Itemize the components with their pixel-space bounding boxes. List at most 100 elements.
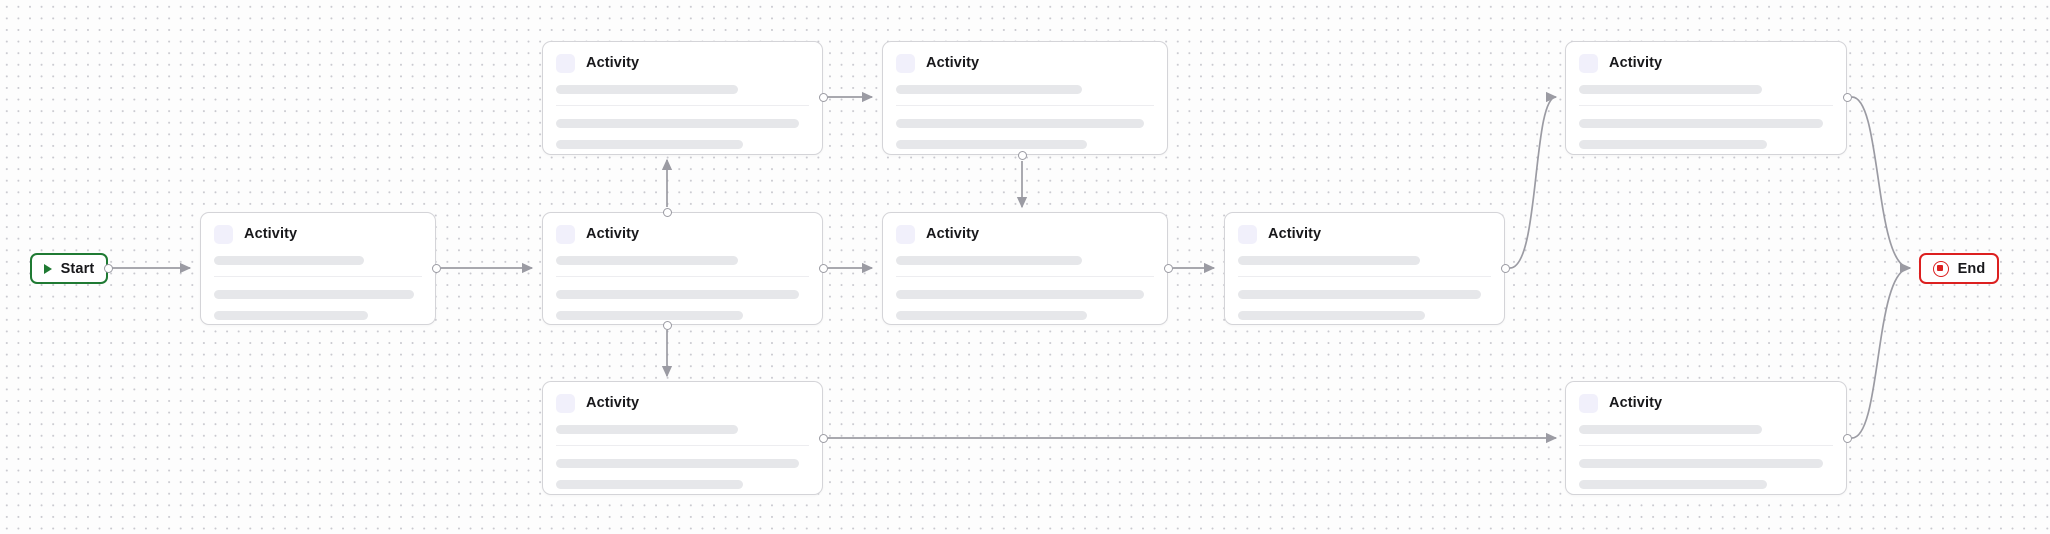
activity-title-row: Activity (214, 224, 422, 244)
activity-card[interactable]: Activity (200, 212, 436, 325)
activity-card-header: Activity (883, 42, 1167, 106)
handle-n1-right[interactable] (431, 263, 441, 273)
activity-card-title: Activity (1609, 394, 1663, 411)
activity-title-row: Activity (1579, 393, 1833, 413)
activity-card-header: Activity (1225, 213, 1504, 277)
skeleton-line (556, 290, 799, 299)
skeleton-line (556, 140, 744, 149)
skeleton-line (1579, 140, 1767, 149)
end-node-label: End (1957, 260, 1986, 277)
activity-title-row: Activity (896, 224, 1154, 244)
divider (1238, 276, 1491, 277)
skeleton-line (556, 85, 739, 94)
handle-n2-bottom[interactable] (662, 320, 672, 330)
handle-n5-right[interactable] (818, 92, 828, 102)
divider (556, 105, 809, 106)
play-icon (43, 263, 52, 274)
activity-card[interactable]: Activity (1565, 41, 1847, 155)
activity-card-body (543, 277, 822, 324)
skeleton-line (1579, 459, 1823, 468)
activity-card-header: Activity (1566, 42, 1846, 106)
skeleton-line (556, 256, 739, 265)
skeleton-line (214, 256, 364, 265)
activity-card-header: Activity (201, 213, 435, 277)
divider (1579, 105, 1833, 106)
skeleton-line (896, 256, 1082, 265)
activity-card[interactable]: Activity (1565, 381, 1847, 495)
activity-card[interactable]: Activity (1224, 212, 1505, 325)
activity-card[interactable]: Activity (882, 212, 1168, 325)
activity-card[interactable]: Activity (542, 41, 823, 155)
activity-title-row: Activity (896, 53, 1154, 73)
activity-title-row: Activity (556, 393, 809, 413)
end-node[interactable]: End (1919, 253, 1999, 284)
skeleton-line (896, 119, 1144, 128)
skeleton-line (556, 311, 744, 320)
activity-card-title: Activity (586, 54, 640, 71)
activity-icon (556, 53, 575, 73)
activity-icon (214, 224, 233, 244)
edge-n9-to-end-merge (1851, 262, 1912, 439)
activity-card-body (1566, 106, 1846, 154)
skeleton-line (1238, 256, 1421, 265)
activity-icon (896, 224, 915, 244)
skeleton-line (1579, 119, 1823, 128)
skeleton-line (896, 85, 1082, 94)
activity-card-body (1566, 446, 1846, 494)
activity-card-title: Activity (586, 225, 640, 242)
handle-n4-right[interactable] (1500, 263, 1510, 273)
edge-n4-to-n7-branch (1509, 91, 1558, 269)
divider (896, 276, 1154, 277)
skeleton-line (214, 290, 414, 299)
activity-card-header: Activity (543, 213, 822, 277)
start-node[interactable]: Start (30, 253, 108, 284)
handle-n2-top[interactable] (662, 207, 672, 217)
handle-n7-right[interactable] (1842, 92, 1852, 102)
activity-title-row: Activity (556, 53, 809, 73)
activity-card[interactable]: Activity (882, 41, 1168, 155)
skeleton-line (214, 311, 368, 320)
skeleton-line (556, 425, 739, 434)
handle-n8-right[interactable] (818, 433, 828, 443)
activity-card-body (201, 277, 435, 324)
edge-n7-to-end-merge (1851, 96, 1912, 274)
activity-card-title: Activity (1609, 54, 1663, 71)
activity-card-header: Activity (1566, 382, 1846, 446)
activity-title-row: Activity (1579, 53, 1833, 73)
divider (556, 445, 809, 446)
handle-n6-bottom[interactable] (1017, 150, 1027, 160)
activity-card-header: Activity (543, 42, 822, 106)
divider (556, 276, 809, 277)
activity-icon (1579, 53, 1598, 73)
stop-circle-icon (1932, 260, 1949, 277)
handle-n3-right[interactable] (1163, 263, 1173, 273)
divider (896, 105, 1154, 106)
activity-icon (1579, 393, 1598, 413)
activity-card-header: Activity (543, 382, 822, 446)
skeleton-line (556, 459, 799, 468)
skeleton-line (556, 480, 744, 489)
activity-card-header: Activity (883, 213, 1167, 277)
handle-n2-right[interactable] (818, 263, 828, 273)
activity-icon (556, 393, 575, 413)
skeleton-line (896, 290, 1144, 299)
divider (1579, 445, 1833, 446)
handle-start-right[interactable] (103, 263, 113, 273)
activity-card-title: Activity (244, 225, 298, 242)
skeleton-line (1238, 290, 1481, 299)
skeleton-line (896, 140, 1087, 149)
divider (214, 276, 422, 277)
start-node-label: Start (60, 260, 95, 277)
activity-card-body (543, 106, 822, 154)
skeleton-line (1579, 425, 1762, 434)
activity-title-row: Activity (1238, 224, 1491, 244)
activity-title-row: Activity (556, 224, 809, 244)
handle-n9-right[interactable] (1842, 433, 1852, 443)
skeleton-line (1579, 85, 1762, 94)
activity-card[interactable]: Activity (542, 212, 823, 325)
activity-card-title: Activity (926, 54, 980, 71)
skeleton-line (556, 119, 799, 128)
activity-card[interactable]: Activity (542, 381, 823, 495)
skeleton-line (896, 311, 1087, 320)
